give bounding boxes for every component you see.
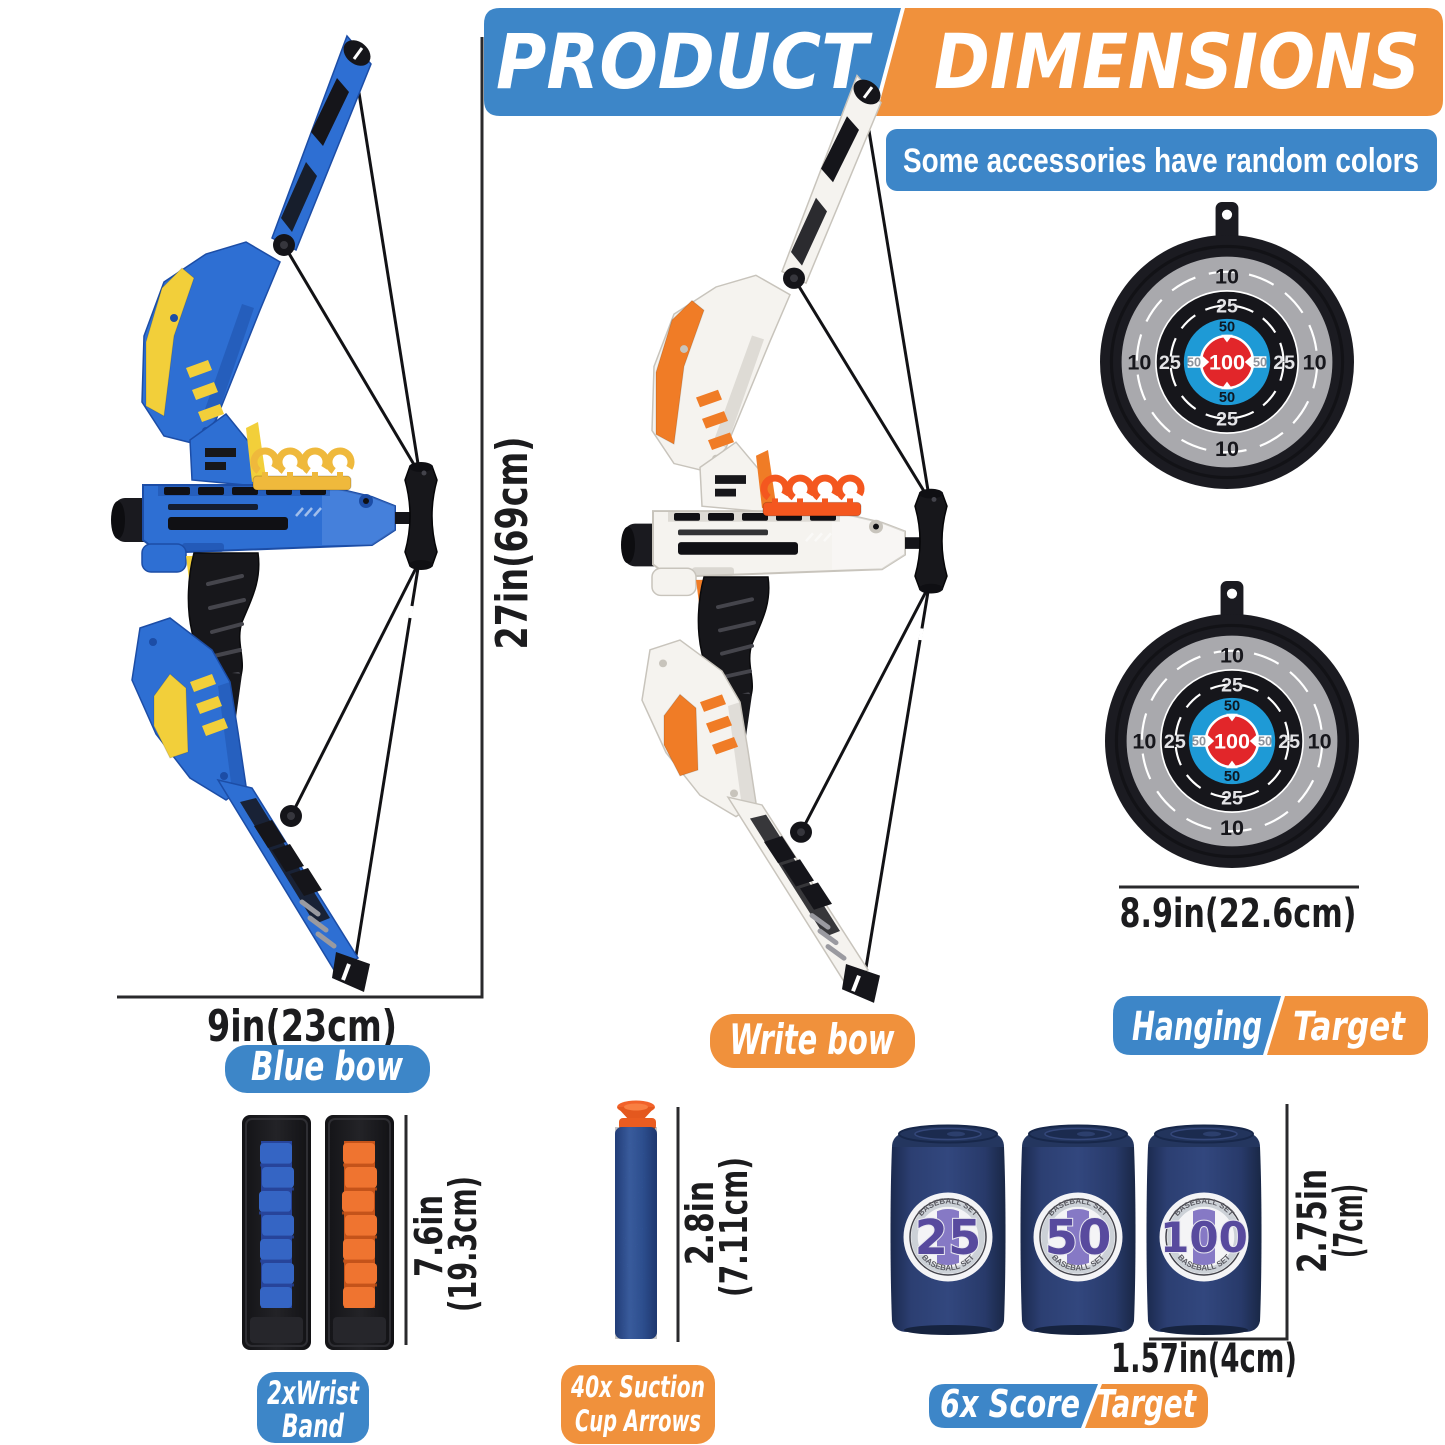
header-note-bar xyxy=(886,129,1437,191)
suction-cup-cone xyxy=(617,1107,655,1120)
can-height-dim-line2: (7cm) xyxy=(1326,1184,1372,1258)
score-target-badge-text-left: 6x Score xyxy=(940,1382,1080,1426)
can-height-dim-line1: 2.75in xyxy=(1290,1169,1336,1273)
blue-bow-dimension-lines xyxy=(117,37,484,999)
header-note-text: Some accessories have random colors xyxy=(903,142,1419,180)
hanging-target-badge-text-left: Hanging xyxy=(1132,1004,1262,1050)
hanging-target-badge-right xyxy=(1267,996,1428,1055)
blue-bow-badge-text: Blue bow xyxy=(251,1044,404,1090)
target-diameter-text: 8.9in(22.6cm) xyxy=(1120,891,1357,937)
suction-dart xyxy=(615,1100,657,1339)
hanging-target-badge-left xyxy=(1113,996,1281,1055)
white-bow-badge xyxy=(710,1014,915,1068)
blue-bow-height-dim: 27in(69cm) xyxy=(487,437,538,650)
wrist-band-badge-line1: 2xWrist xyxy=(267,1374,360,1412)
header-title-dimensions: DIMENSIONS xyxy=(934,17,1420,106)
header-blue-block xyxy=(484,8,901,116)
can-dimension-lines xyxy=(1149,1104,1289,1341)
wrist-band-dim-line1: 7.6in xyxy=(407,1195,451,1277)
dart-dim-line2: (7.11cm) xyxy=(712,1157,756,1297)
hanging-target-2 xyxy=(1103,579,1361,870)
suction-cup-top-inner xyxy=(624,1103,648,1111)
dart-dim: 2.8in (7.11cm) xyxy=(678,1157,756,1297)
dart-foam-texture xyxy=(615,1127,657,1339)
hanging-target-1 xyxy=(1098,200,1356,491)
white-bow-badge-text: Write bow xyxy=(730,1015,895,1064)
hanging-target-badge-text-right: Target xyxy=(1293,1004,1406,1050)
wrist-band-dim-line2: (19.3cm) xyxy=(441,1176,485,1312)
suction-arrows-badge-line2: Cup Arrows xyxy=(575,1404,701,1438)
blue-bow-width-dim-text: 9in(23cm) xyxy=(207,1001,397,1052)
score-target-badge-text-right: Target xyxy=(1096,1382,1197,1426)
wrist-band-dim: 7.6in (19.3cm) xyxy=(407,1176,485,1312)
suction-arrows-badge-line1: 40x Suction xyxy=(570,1370,705,1404)
suction-arrows-badge xyxy=(561,1365,715,1444)
white-bow xyxy=(621,74,947,1002)
header-title-product: PRODUCT xyxy=(496,17,873,106)
can-25-number: 25 xyxy=(915,1210,982,1266)
can-width-dim-text: 1.57in(4cm) xyxy=(1111,1336,1297,1382)
blue-bow-height-dim-text: 27in(69cm) xyxy=(487,437,538,650)
wrist-band-badge-line2: Band xyxy=(282,1407,345,1445)
can-100-number: 100 xyxy=(1160,1213,1248,1262)
can-height-dim: 2.75in (7cm) xyxy=(1290,1169,1372,1273)
wrist-band-badge xyxy=(257,1372,369,1443)
score-target-badge-right xyxy=(1085,1384,1208,1428)
wrist-band-blue xyxy=(240,1113,313,1352)
header: PRODUCT DIMENSIONS Some accessories have… xyxy=(484,8,1443,191)
badges: Blue bow Write bow Hanging Target 2xWris… xyxy=(225,996,1428,1445)
header-orange-block xyxy=(876,8,1443,116)
score-target-badge-left xyxy=(929,1384,1098,1428)
wrist-band-orange xyxy=(323,1113,396,1352)
blue-bow xyxy=(111,35,437,992)
dart-dim-line1: 2.8in xyxy=(678,1181,722,1265)
blue-bow-badge xyxy=(225,1045,430,1093)
can-50-number: 50 xyxy=(1045,1210,1112,1266)
